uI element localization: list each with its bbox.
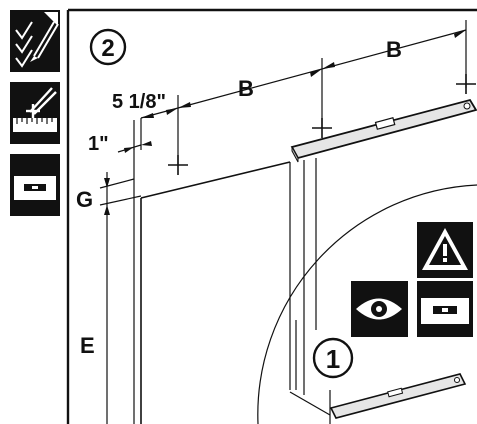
checklist-pencil-icon xyxy=(10,10,60,72)
step-number-badge: 2 xyxy=(89,28,127,66)
level-icon xyxy=(10,154,60,216)
mark-plus-3 xyxy=(456,74,476,94)
step-number: 2 xyxy=(101,35,114,62)
dimension-label-5-1-8: 5 1/8" xyxy=(112,91,166,113)
dimension-line-vertical xyxy=(99,172,142,424)
inset-boundary xyxy=(257,184,477,424)
inset-step-number: 1 xyxy=(326,344,340,374)
mark-plus-2 xyxy=(312,118,332,138)
dimension-label-b-2: B xyxy=(386,37,402,62)
spirit-level-inset xyxy=(329,373,467,419)
dimension-label-g: G xyxy=(76,187,93,212)
inset-door xyxy=(295,320,331,424)
mark-plus-1 xyxy=(168,155,188,175)
dimension-line-top xyxy=(117,20,467,165)
inset-step-badge: 1 xyxy=(312,337,354,379)
warning-icon xyxy=(417,222,473,278)
spirit-level-main xyxy=(290,98,477,163)
level-icon-inset xyxy=(417,281,473,337)
marking-tool-icon xyxy=(10,82,60,144)
dimension-label-e: E xyxy=(80,333,95,358)
door-opening xyxy=(133,148,331,424)
dimension-label-1in: 1" xyxy=(88,133,109,155)
eye-icon xyxy=(351,281,408,337)
dimension-label-b-1: B xyxy=(238,76,254,101)
